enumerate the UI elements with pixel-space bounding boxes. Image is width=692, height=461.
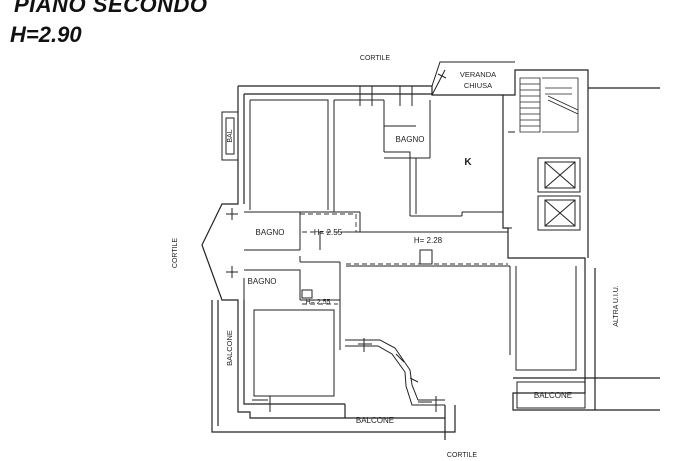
label-height-228: H= 2.28 <box>414 236 443 245</box>
label-balcone-left: BALCONE <box>225 330 234 366</box>
label-altra-uiu: ALTRA U.I.U. <box>613 285 620 327</box>
floor-title: PIANO SECONDO <box>14 0 208 17</box>
label-height-255-b: H= 2.55 <box>306 299 331 306</box>
floor-height: H=2.90 <box>10 22 82 47</box>
stairs <box>519 77 579 133</box>
label-kitchen: K <box>464 157 472 168</box>
label-veranda-chiusa: CHIUSA <box>464 81 492 90</box>
label-bagno-low: BAGNO <box>248 277 277 286</box>
label-bagno-mid: BAGNO <box>256 228 285 237</box>
veranda-frame <box>431 61 515 96</box>
inner-walls <box>221 99 586 409</box>
label-veranda: VERANDA <box>460 70 496 79</box>
label-bal: BAL <box>227 129 234 142</box>
elevator-shafts <box>537 157 581 231</box>
outer-walls <box>201 69 660 440</box>
label-balcone-right: BALCONE <box>534 391 572 400</box>
label-height-255-a: H= 2.55 <box>314 228 343 237</box>
label-cortile-top: CORTILE <box>360 55 391 62</box>
label-cortile-bottom: CORTILE <box>447 452 478 459</box>
label-balcone-bottom: BALCONE <box>356 416 394 425</box>
label-bagno-top: BAGNO <box>396 135 425 144</box>
wall-ticks <box>226 86 512 412</box>
fixtures <box>301 249 433 299</box>
label-cortile-left: CORTILE <box>172 238 179 269</box>
